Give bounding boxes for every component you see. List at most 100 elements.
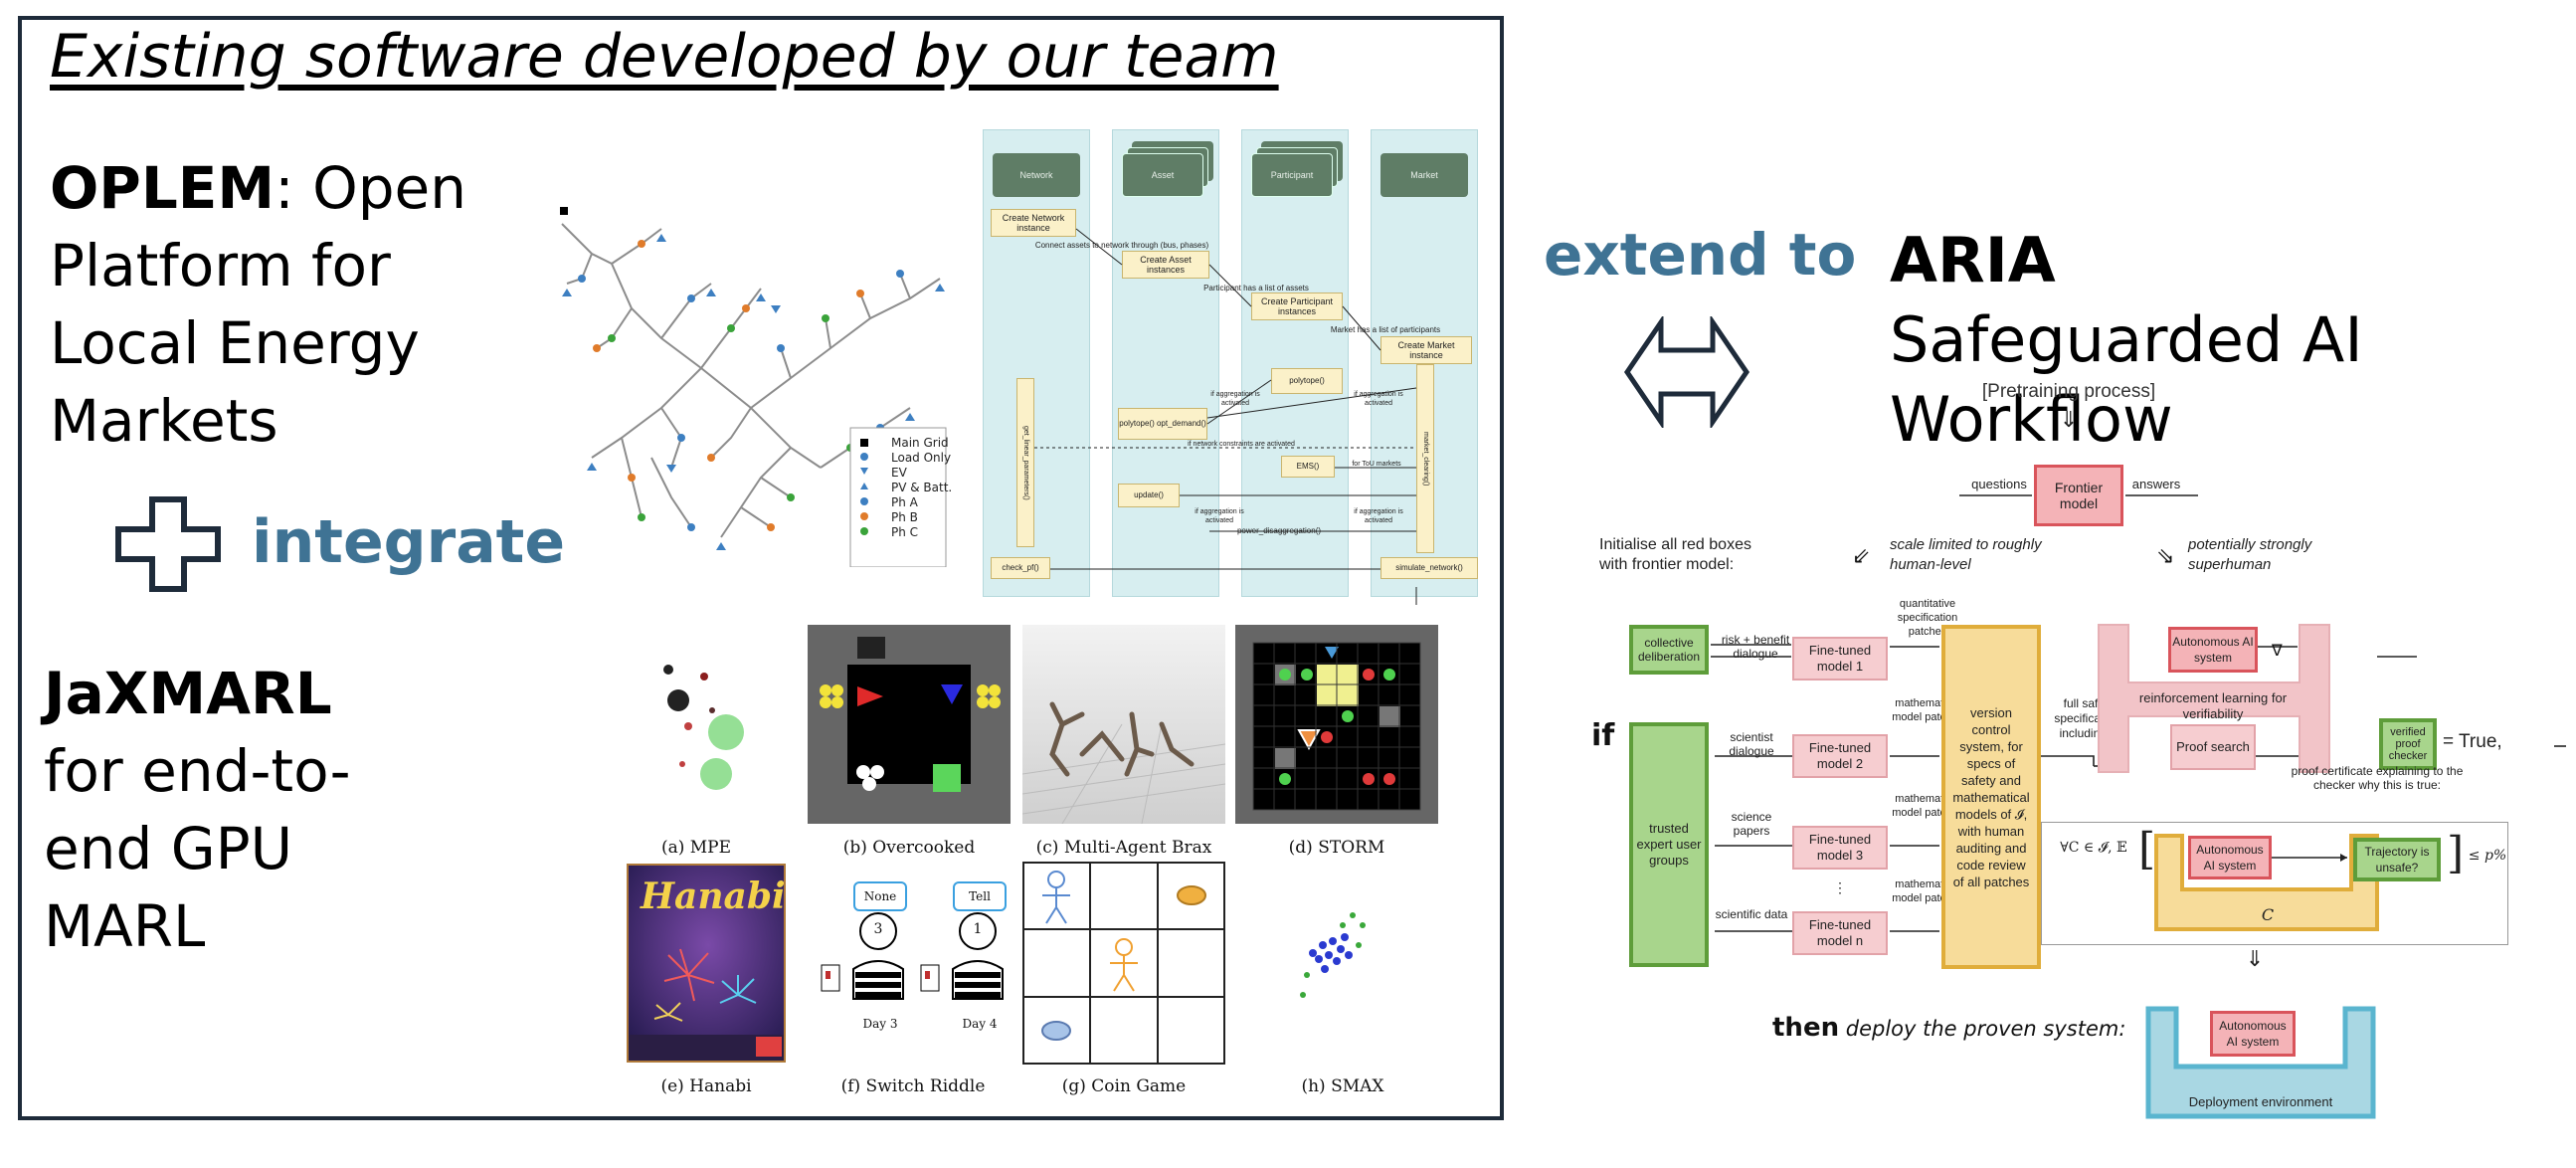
mpe-thumbnail xyxy=(663,665,744,790)
collective-deliberation-box: collective deliberation xyxy=(1629,625,1709,675)
arrow-se: ⇘ xyxy=(2156,543,2175,568)
seq-box: Create Participant instances xyxy=(1251,292,1343,320)
nabla-symbol: ∇ xyxy=(2272,643,2283,660)
prisoner-number-1: 1 xyxy=(973,921,983,937)
legend-load-only: Load Only xyxy=(891,451,952,465)
superhuman-label: potentially strongly superhuman xyxy=(2188,536,2312,573)
hanabi-thumbnail: Hanabi xyxy=(627,864,786,1063)
fine-tuned-model-3-box: Fine-tuned model 3 xyxy=(1792,826,1888,870)
legend-ev: EV xyxy=(891,466,907,480)
leq-p-label: ≤ p% xyxy=(2468,848,2507,864)
hanabi-logo-text: Hanabi xyxy=(641,876,786,917)
seq-box: market_clearing() xyxy=(1416,364,1434,553)
oplem-rest: : Open Platform for Local Energy Markets xyxy=(50,154,466,455)
seq-box: Create Asset instances xyxy=(1122,251,1209,279)
proof-search-box: Proof search xyxy=(2170,724,2256,770)
verified-proof-checker-box: verified proof checker xyxy=(2379,718,2437,770)
scientific-data-label: scientific data xyxy=(1715,907,1788,921)
risk-benefit-label: risk + benefit dialogue xyxy=(1721,633,1790,661)
trusted-expert-groups-box: trusted expert user groups xyxy=(1629,722,1709,967)
deployment-environment-label: Deployment environment xyxy=(2188,1094,2333,1109)
legend-ph-a: Ph A xyxy=(891,495,918,509)
proof-certificate-label: proof certificate explaining to the chec… xyxy=(2291,764,2464,792)
answers-label: answers xyxy=(2131,477,2181,491)
arrow-sw: ⇙ xyxy=(1852,543,1871,568)
distribution-network-map xyxy=(560,207,947,567)
legend-ph-b: Ph B xyxy=(891,510,918,524)
aria-title-rest: Safeguarded AI Workflow xyxy=(1890,303,2363,456)
scientist-dialogue-label: scientist dialogue xyxy=(1729,730,1774,758)
lane-market: Market xyxy=(1380,153,1468,197)
seq-box: polytope() xyxy=(1271,368,1343,394)
rl-verifiability-label: reinforcement learning for verifiability xyxy=(2138,690,2288,721)
seq-box: Create Network instance xyxy=(991,209,1076,237)
seq-msg: if aggregation is activated xyxy=(1354,508,1403,524)
then-arrow: ⇓ xyxy=(2245,946,2265,971)
seq-box: check_pf() xyxy=(991,557,1050,579)
equals-true-label: = True, xyxy=(2443,731,2502,752)
then-deploy-label: then deploy the proven system: xyxy=(1772,1013,2125,1043)
legend-main-grid: Main Grid xyxy=(891,436,949,450)
caption-smax: (h) SMAX xyxy=(1301,1076,1384,1096)
caption-brax: (c) Multi-Agent Brax xyxy=(1035,838,1212,858)
jaxmarl-name: JaXMARL xyxy=(44,660,332,727)
caption-storm: (d) STORM xyxy=(1288,838,1385,858)
fine-tuned-model-n-box: Fine-tuned model n xyxy=(1792,911,1888,955)
c-container-frame xyxy=(2154,834,2379,931)
day3-label: Day 3 xyxy=(862,1017,898,1031)
integrate-label: integrate xyxy=(252,507,566,577)
brax-thumbnail xyxy=(1022,625,1225,824)
seq-msg: Market has a list of participants xyxy=(1330,325,1441,334)
init-label: Initialise all red boxes with frontier m… xyxy=(1599,536,1751,573)
sequence-diagram: Network Asset Participant Market Create … xyxy=(983,129,1490,605)
day4-label: Day 4 xyxy=(962,1017,998,1031)
legend-ph-c: Ph C xyxy=(891,525,919,539)
seq-box: Create Market instance xyxy=(1380,336,1472,364)
lane-participant: Participant xyxy=(1251,153,1333,197)
seq-msg: if aggregation is activated xyxy=(1354,391,1403,407)
caption-coin-game: (g) Coin Game xyxy=(1061,1076,1187,1096)
science-papers-label: science papers xyxy=(1731,810,1772,838)
questions-label: questions xyxy=(1971,477,2027,491)
seq-box: simulate_network() xyxy=(1380,557,1478,579)
frontier-model-box: Frontier model xyxy=(2034,465,2123,526)
prisoner-number-3: 3 xyxy=(873,921,883,937)
seq-msg: if aggregation is activated xyxy=(1195,508,1244,524)
overcooked-thumbnail xyxy=(808,625,1011,824)
if-label: if xyxy=(1591,718,1615,753)
legend-pv-batt: PV & Batt. xyxy=(891,481,953,494)
then-rest: deploy the proven system: xyxy=(1839,1017,2126,1041)
scale-label: scale limited to roughly human-level xyxy=(1890,536,2042,573)
switch-tell-bubble: Tell xyxy=(953,881,1007,911)
forall-expression: ∀C ∈ 𝓘, 𝔼 xyxy=(2060,840,2127,856)
autonomous-ai-system-box-2: Autonomous AI system xyxy=(2188,836,2272,879)
then-bold: then xyxy=(1772,1013,1840,1043)
caption-overcooked: (b) Overcooked xyxy=(842,838,976,858)
right-bracket: ] xyxy=(2447,828,2465,878)
trajectory-unsafe-box: Trajectory is unsafe? xyxy=(2353,838,2441,881)
seq-msg: Participant has a list of assets xyxy=(1203,284,1309,292)
seq-box: EMS() xyxy=(1281,456,1335,478)
quant-spec-patches-label: quantitative specification patches xyxy=(1897,598,1958,638)
aria-title: ARIA Safeguarded AI Workflow xyxy=(1890,221,2447,460)
workflow-connectors xyxy=(1711,494,2566,932)
seq-msg: if network constraints are activated xyxy=(1188,441,1295,448)
pretraining-arrow: ⇓ xyxy=(2059,407,2079,432)
coin-game-thumbnail xyxy=(1022,862,1225,1065)
jaxmarl-description: JaXMARL for end-to-end GPU MARL xyxy=(44,655,422,965)
network-legend: Main Grid Load Only EV PV & Batt. Ph A P… xyxy=(891,436,952,540)
seq-msg: for ToU markets xyxy=(1352,461,1401,468)
oplem-name: OPLEM xyxy=(50,154,276,222)
rl-verifiability-frame xyxy=(2098,624,2330,773)
aria-title-bold: ARIA xyxy=(1890,224,2056,296)
fine-tuned-model-2-box: Fine-tuned model 2 xyxy=(1792,734,1888,778)
autonomous-ai-system-box-1: Autonomous AI system xyxy=(2168,627,2258,673)
panel-title: Existing software developed by our team xyxy=(50,22,1279,92)
autonomous-ai-system-box-3: Autonomous AI system xyxy=(2210,1011,2296,1057)
seq-box: update() xyxy=(1118,484,1180,507)
lane-network: Network xyxy=(993,153,1080,197)
fine-tuned-model-1-box: Fine-tuned model 1 xyxy=(1792,637,1888,681)
seq-msg: Connect assets to network through (bus, … xyxy=(1034,241,1209,250)
plus-icon xyxy=(115,496,221,592)
c-label: C xyxy=(2261,905,2275,924)
